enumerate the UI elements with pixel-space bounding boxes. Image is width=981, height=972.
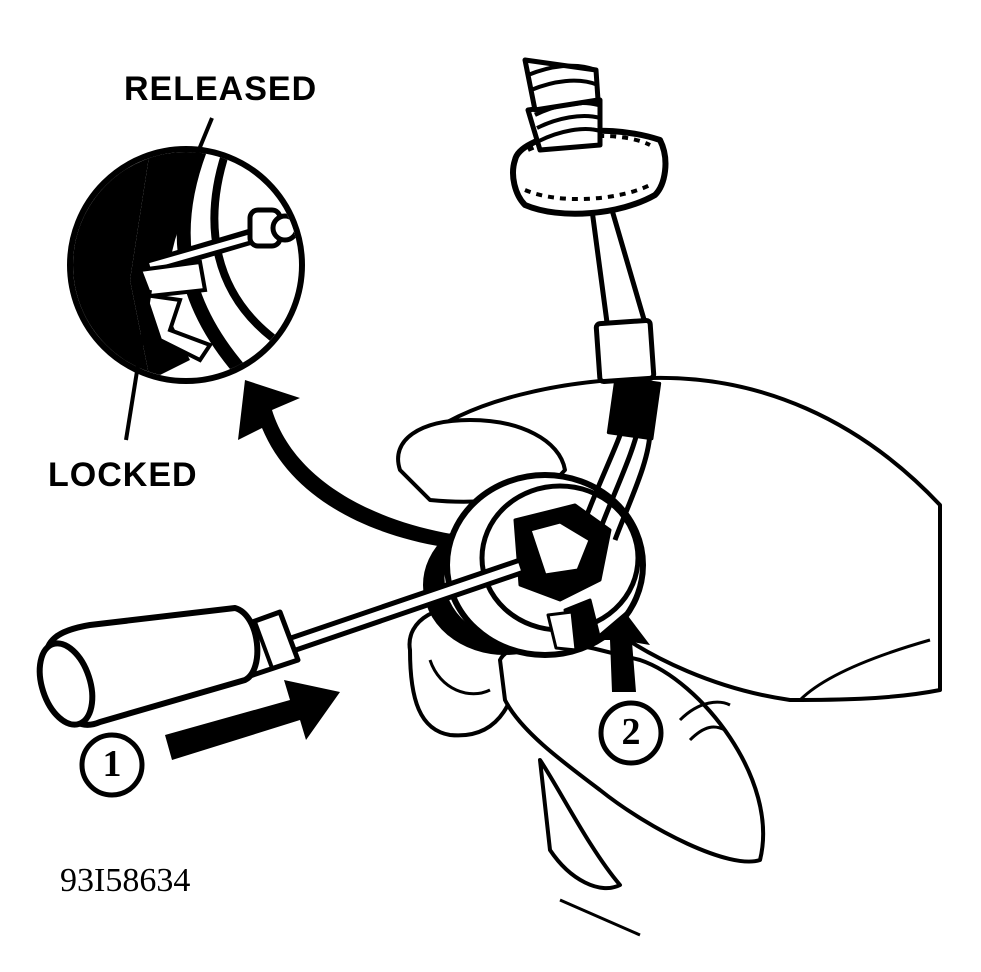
figure-id: 93I58634 (60, 862, 191, 899)
wire-harness (510, 57, 669, 541)
detail-inset (67, 146, 305, 384)
step-1-circle (79, 732, 145, 798)
push-arrow-2 (592, 612, 650, 692)
locked-label: LOCKED (48, 456, 198, 494)
curved-arrow-to-detail (238, 380, 520, 553)
released-label: RELEASED (124, 70, 318, 108)
hand-detail-strokes (428, 638, 931, 937)
bulb-socket (423, 472, 646, 658)
label-leaders (124, 117, 214, 441)
step-2-circle (598, 700, 664, 766)
step-1-number: 1 (102, 743, 122, 785)
push-arrow-1 (165, 680, 340, 760)
step-2-number: 2 (621, 711, 641, 753)
screwdriver (36, 557, 527, 728)
